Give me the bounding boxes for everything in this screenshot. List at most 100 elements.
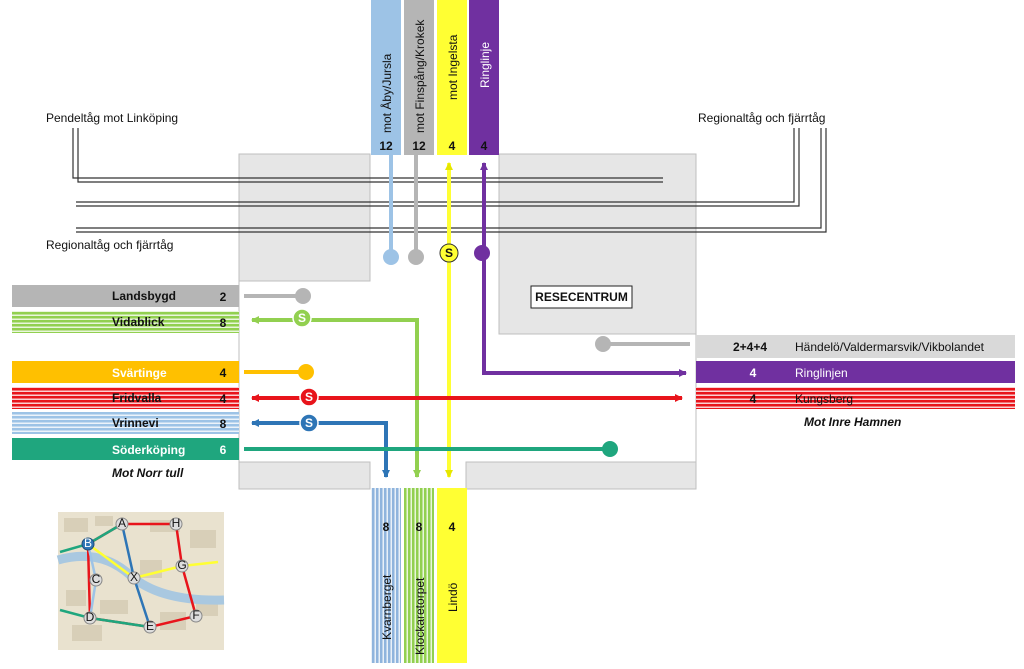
- rail-regional-right-label: Regionaltåg och fjärrtåg: [698, 111, 825, 125]
- inset-map-stop-d: D: [83, 610, 97, 625]
- bottom-line-klockaretorpet-name: Klockaretorpet: [413, 577, 427, 655]
- left-line-vidablick-number: 8: [220, 316, 227, 330]
- rail-regional-2: [76, 128, 800, 207]
- inset-map[interactable]: A B C D E F G H X: [56, 512, 225, 650]
- svg-text:C: C: [92, 572, 101, 586]
- stop-marker-ingelsta[interactable]: S: [439, 243, 459, 263]
- stop-marker-vidablick-label: S: [298, 311, 306, 325]
- svg-text:A: A: [118, 516, 126, 530]
- route-vrinnevi-kvarnberget: [251, 419, 390, 478]
- inset-map-stop-g: G: [175, 558, 189, 573]
- top-line-ingelsta[interactable]: mot Ingelsta 4: [437, 0, 467, 155]
- top-line-ringlinje-number: 4: [481, 139, 488, 153]
- stop-marker-vrinnevi[interactable]: S: [299, 413, 319, 433]
- route-ringlinje: [480, 162, 687, 377]
- right-caption: Mot Inre Hamnen: [804, 415, 901, 429]
- right-line-handelo[interactable]: 2+4+4 Händelö/Valdermarsvik/Vikbolandet: [696, 335, 1015, 358]
- route-handelo-stop: [595, 336, 611, 352]
- rail-regional-1: [76, 128, 795, 203]
- top-line-aby-direction: mot Åby/Jursla: [379, 53, 394, 133]
- route-finspang-stop: [408, 249, 424, 265]
- stop-marker-vidablick[interactable]: S: [292, 308, 312, 328]
- top-line-aby-number: 12: [379, 139, 393, 153]
- right-line-ringlinjen[interactable]: 4 Ringlinjen: [696, 361, 1015, 383]
- top-line-finspang[interactable]: mot Finspång/Krokek 12: [404, 0, 434, 155]
- left-line-vrinnevi[interactable]: Vrinnevi 8: [12, 412, 239, 434]
- bottom-line-lindo-number: 4: [449, 520, 456, 534]
- top-line-aby[interactable]: mot Åby/Jursla 12: [371, 0, 401, 155]
- route-ringlinje-stop: [474, 245, 490, 261]
- bottom-lines: 8 Kvarnberget 8 Klockaretorpet 4 Lindö: [371, 488, 467, 663]
- block-top-left: [238, 153, 371, 282]
- left-lines: Landsbygd 2 Vidablick 8 Svärtinge 4 Frid…: [12, 285, 239, 480]
- rail-regional-3: [76, 128, 822, 229]
- top-line-ringlinje[interactable]: Ringlinje 4: [469, 0, 499, 155]
- bottom-line-klockaretorpet-number: 8: [416, 520, 423, 534]
- right-line-kungsberg-name: Kungsberg: [795, 392, 853, 406]
- top-line-ingelsta-number: 4: [449, 139, 456, 153]
- left-line-soderkoping[interactable]: Söderköping 6: [12, 438, 239, 460]
- bottom-line-lindo-name: Lindö: [446, 582, 460, 612]
- route-paths: [244, 155, 690, 478]
- right-line-handelo-number: 2+4+4: [733, 340, 767, 354]
- top-line-ringlinje-direction: Ringlinje: [478, 42, 492, 88]
- rail-regional-4: [76, 128, 827, 233]
- inset-map-stops: A B C D E F G H X: [81, 516, 203, 634]
- resecentrum-label: RESECENTRUM: [535, 290, 628, 304]
- left-line-soderkoping-name: Söderköping: [112, 443, 185, 457]
- left-line-svartinge-name: Svärtinge: [112, 366, 167, 380]
- route-aby-stop: [383, 249, 399, 265]
- left-line-soderkoping-number: 6: [220, 443, 227, 457]
- top-line-finspang-number: 12: [412, 139, 426, 153]
- left-line-vrinnevi-number: 8: [220, 417, 227, 431]
- bottom-line-kvarnberget-number: 8: [383, 520, 390, 534]
- right-line-ringlinjen-name: Ringlinjen: [795, 366, 848, 380]
- bottom-line-kvarnberget[interactable]: 8 Kvarnberget: [371, 488, 401, 663]
- left-line-svartinge[interactable]: Svärtinge 4: [12, 361, 239, 383]
- svg-text:G: G: [177, 558, 186, 572]
- svg-text:E: E: [146, 619, 154, 633]
- route-soderkoping-stop: [602, 441, 618, 457]
- left-line-landsbygd[interactable]: Landsbygd 2: [12, 285, 239, 307]
- svg-text:X: X: [130, 570, 138, 584]
- svg-text:H: H: [172, 516, 181, 530]
- inset-map-stop-x: X: [127, 570, 141, 585]
- left-line-vidablick-name: Vidablick: [112, 315, 165, 329]
- left-line-landsbygd-name: Landsbygd: [112, 289, 176, 303]
- top-line-finspang-direction: mot Finspång/Krokek: [413, 19, 427, 133]
- rail-commuter: [72, 128, 663, 179]
- block-bottom-left: [238, 461, 371, 490]
- bottom-line-lindo[interactable]: 4 Lindö: [437, 488, 467, 663]
- bottom-line-klockaretorpet[interactable]: 8 Klockaretorpet: [404, 488, 434, 663]
- right-line-ringlinjen-number: 4: [750, 366, 757, 380]
- left-line-fridvalla-name: Fridvalla: [112, 391, 162, 405]
- inset-map-stop-c: C: [89, 572, 103, 587]
- right-line-kungsberg[interactable]: 4 Kungsberg: [696, 387, 1015, 409]
- svg-text:D: D: [86, 610, 95, 624]
- stop-marker-fridvalla[interactable]: S: [299, 387, 319, 407]
- left-caption: Mot Norr tull: [112, 466, 184, 480]
- svg-text:F: F: [192, 608, 199, 622]
- stop-marker-vrinnevi-label: S: [305, 416, 313, 430]
- left-line-vrinnevi-name: Vrinnevi: [112, 416, 159, 430]
- stop-markers: S S S S: [292, 243, 459, 433]
- left-line-svartinge-number: 4: [220, 366, 227, 380]
- left-line-fridvalla-number: 4: [220, 392, 227, 406]
- rail-commuter-label: Pendeltåg mot Linköping: [46, 111, 178, 125]
- right-line-handelo-name: Händelö/Valdermarsvik/Vikbolandet: [795, 340, 985, 354]
- route-landsbygd-stop: [295, 288, 311, 304]
- inset-map-stop-b: B: [81, 536, 95, 551]
- railway-lines: [72, 128, 827, 233]
- inset-map-stop-e: E: [143, 619, 157, 634]
- inset-map-stop-a: A: [115, 516, 129, 531]
- bottom-line-kvarnberget-name: Kvarnberget: [380, 574, 394, 640]
- top-lines: mot Åby/Jursla 12 mot Finspång/Krokek 12…: [371, 0, 499, 155]
- rail-commuter-inner: [77, 128, 663, 183]
- stop-marker-fridvalla-label: S: [305, 390, 313, 404]
- block-bottom-right: [465, 461, 697, 490]
- left-line-landsbygd-number: 2: [220, 290, 227, 304]
- left-line-vidablick[interactable]: Vidablick 8: [12, 311, 239, 333]
- left-line-fridvalla[interactable]: Fridvalla 4: [12, 387, 239, 409]
- inset-map-stop-h: H: [169, 516, 183, 531]
- stop-marker-ingelsta-label: S: [445, 246, 453, 260]
